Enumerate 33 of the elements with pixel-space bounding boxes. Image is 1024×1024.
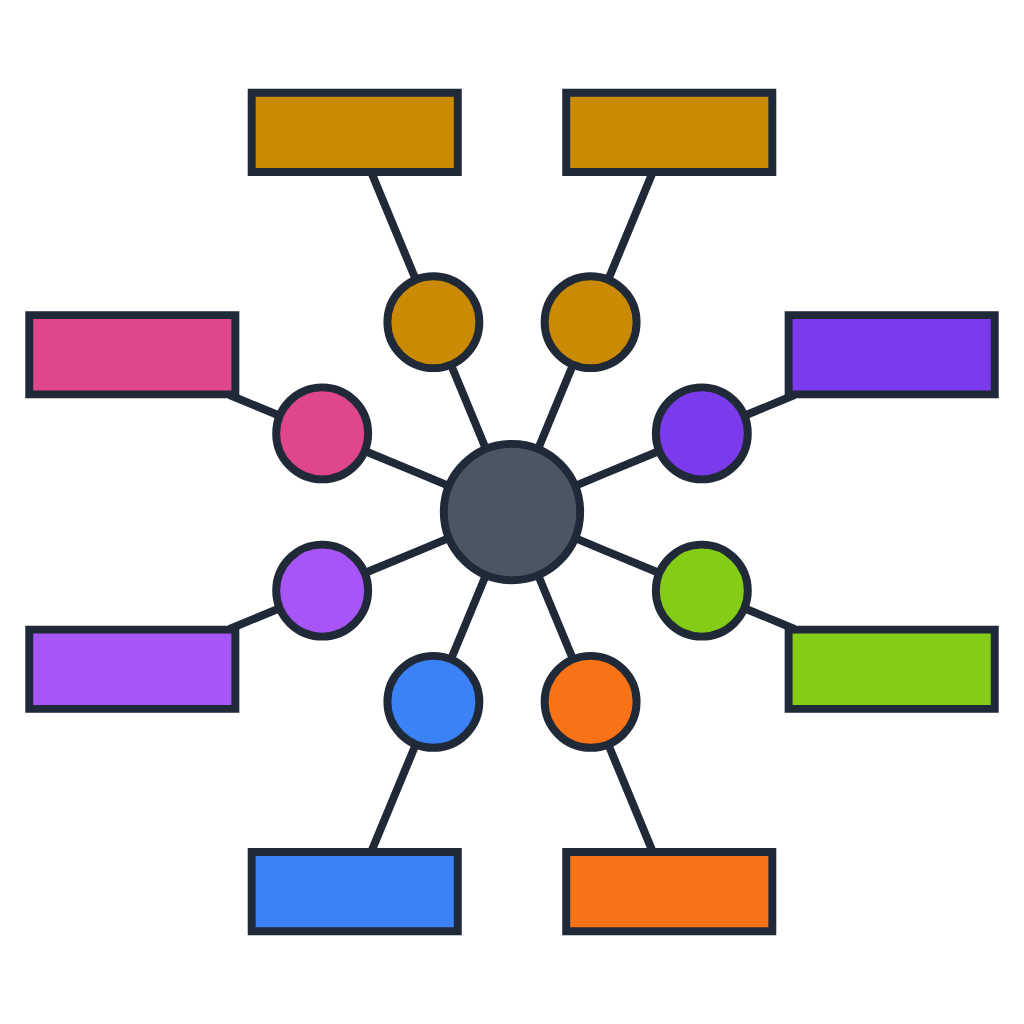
node-bar <box>247 88 462 176</box>
node-bar <box>562 88 777 176</box>
connector <box>447 363 490 451</box>
connector <box>604 171 657 281</box>
connector <box>367 743 420 853</box>
connector <box>363 447 451 490</box>
connector <box>534 573 577 661</box>
connector <box>573 447 661 490</box>
node-bar <box>784 311 999 399</box>
node-bar <box>247 848 462 936</box>
connector <box>604 743 657 853</box>
connector <box>743 391 797 420</box>
connector <box>227 604 281 633</box>
node-circle <box>439 439 585 585</box>
node-bar <box>562 848 777 936</box>
connector <box>447 573 490 661</box>
node-circle <box>540 651 641 752</box>
connector <box>363 534 451 577</box>
node-bar <box>25 625 240 713</box>
connector <box>743 604 797 633</box>
node-circle <box>651 540 752 641</box>
connector <box>534 363 577 451</box>
node-circle <box>272 383 373 484</box>
node-circle <box>383 272 484 373</box>
connector <box>367 171 420 281</box>
connector <box>227 391 281 420</box>
node-circle <box>651 383 752 484</box>
node-circle <box>540 272 641 373</box>
node-bar <box>784 625 999 713</box>
node-circle <box>272 540 373 641</box>
node-circle <box>383 651 484 752</box>
node-bar <box>25 311 240 399</box>
connector <box>573 534 661 577</box>
